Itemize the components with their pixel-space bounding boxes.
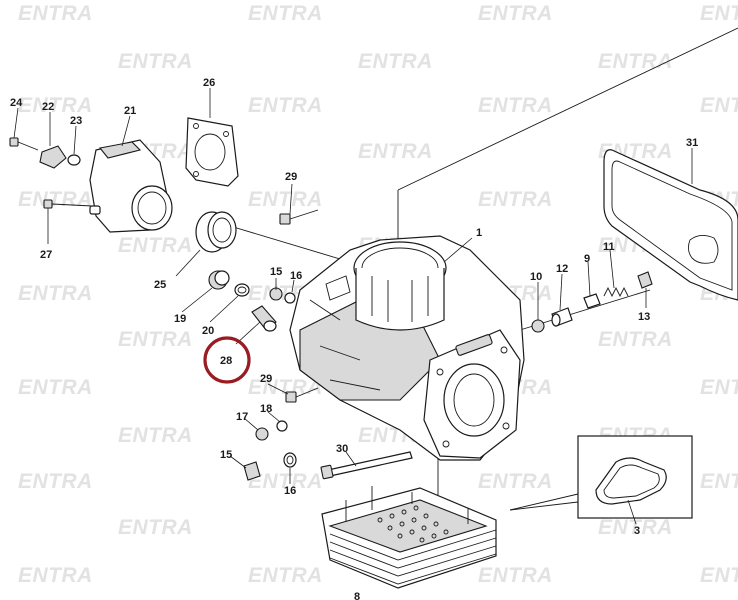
callout-13: 13 xyxy=(638,311,650,323)
callout-3: 3 xyxy=(634,525,640,537)
callout-17: 17 xyxy=(236,411,248,423)
watermark: ENTRA xyxy=(700,2,738,25)
watermark: ENTRA xyxy=(18,470,93,493)
oil-cooler-8 xyxy=(321,486,497,589)
callout-25: 25 xyxy=(154,279,166,291)
watermark: ENTRA xyxy=(700,376,738,399)
sleeve-25 xyxy=(195,211,237,253)
plug-17 xyxy=(255,427,269,441)
fitting-28 xyxy=(251,305,277,332)
callout-15-upper: 15 xyxy=(270,266,282,278)
thermostat-housing-21 xyxy=(89,139,173,233)
callout-15-lower: 15 xyxy=(220,449,232,461)
watermark: ENTRA xyxy=(478,2,553,25)
callout-12: 12 xyxy=(556,263,568,275)
watermark: ENTRA xyxy=(18,282,93,305)
callout-22: 22 xyxy=(42,101,54,113)
cap-22 xyxy=(39,145,67,169)
callout-21: 21 xyxy=(124,105,136,117)
watermark: ENTRA xyxy=(700,94,738,117)
watermark: ENTRA xyxy=(358,50,433,73)
plug-15-lower xyxy=(243,461,261,481)
watermark: ENTRA xyxy=(18,188,93,211)
bolt-30 xyxy=(320,451,413,480)
cooler-dimples xyxy=(377,505,449,543)
watermark: ENTRA xyxy=(248,376,323,399)
watermark: ENTRA xyxy=(478,188,553,211)
callout-20: 20 xyxy=(202,325,214,337)
washer-16-upper xyxy=(284,292,296,304)
callout-24: 24 xyxy=(10,97,23,109)
callout-28: 28 xyxy=(220,355,232,367)
detail-box-3 xyxy=(509,435,693,519)
watermark: ENTRA xyxy=(118,516,193,539)
gasket-26 xyxy=(185,117,239,187)
plug-19 xyxy=(208,270,230,290)
watermark: ENTRA xyxy=(598,328,673,351)
callout-11: 11 xyxy=(603,241,615,253)
main-housing-1 xyxy=(289,235,525,461)
gasket-31 xyxy=(603,149,738,301)
watermark: ENTRA xyxy=(18,94,93,117)
watermark: ENTRA xyxy=(118,234,193,257)
callout-16-lower: 16 xyxy=(284,485,296,497)
callout-18: 18 xyxy=(260,403,272,415)
watermark: ENTRA xyxy=(18,564,93,587)
washer-18 xyxy=(276,420,288,432)
bolt-27 xyxy=(43,199,93,209)
callout-31: 31 xyxy=(686,137,698,149)
washer-16-lower xyxy=(283,452,297,468)
watermark: ENTRA xyxy=(118,424,193,447)
bolt-29-lower xyxy=(285,387,319,403)
watermark: ENTRA xyxy=(18,2,93,25)
callout-29-upper: 29 xyxy=(285,171,297,183)
callout-8: 8 xyxy=(354,591,360,600)
piston-9 xyxy=(583,293,601,309)
watermark: ENTRA xyxy=(478,94,553,117)
callout-1: 1 xyxy=(476,227,482,239)
watermark: ENTRA xyxy=(598,516,673,539)
o-ring-23 xyxy=(67,154,81,166)
watermark: ENTRA xyxy=(18,376,93,399)
watermark: ENTRA xyxy=(358,140,433,163)
callout-10: 10 xyxy=(530,271,542,283)
watermark: ENTRA xyxy=(598,50,673,73)
watermark: ENTRA xyxy=(478,470,553,493)
watermark: ENTRA xyxy=(118,328,193,351)
watermark: ENTRA xyxy=(700,564,738,587)
callout-27: 27 xyxy=(40,249,52,261)
watermark: ENTRA xyxy=(478,564,553,587)
callout-26: 26 xyxy=(203,77,215,89)
spring-11 xyxy=(603,286,629,298)
highlight-ring xyxy=(203,336,251,384)
callout-23: 23 xyxy=(70,115,82,127)
watermark: ENTRA xyxy=(248,94,323,117)
o-ring-20 xyxy=(234,283,250,297)
watermark: ENTRA xyxy=(118,50,193,73)
callout-29-lower: 29 xyxy=(260,373,272,385)
watermark: ENTRA xyxy=(700,470,738,493)
callout-16-upper: 16 xyxy=(290,270,302,282)
plug-10 xyxy=(531,319,545,333)
callout-9: 9 xyxy=(584,253,590,265)
plug-13 xyxy=(637,271,653,289)
watermark: ENTRA xyxy=(248,564,323,587)
watermark: ENTRA xyxy=(248,188,323,211)
callout-30: 30 xyxy=(336,443,348,455)
watermark: ENTRA xyxy=(248,470,323,493)
valve-12 xyxy=(551,307,573,327)
callout-19: 19 xyxy=(174,313,186,325)
callout-labels: 1 3 8 9 10 11 12 13 15 15 16 16 17 18 19… xyxy=(10,77,698,600)
bolt-24 xyxy=(9,137,39,151)
bolt-29-upper xyxy=(279,209,319,225)
watermark: ENTRA xyxy=(248,2,323,25)
